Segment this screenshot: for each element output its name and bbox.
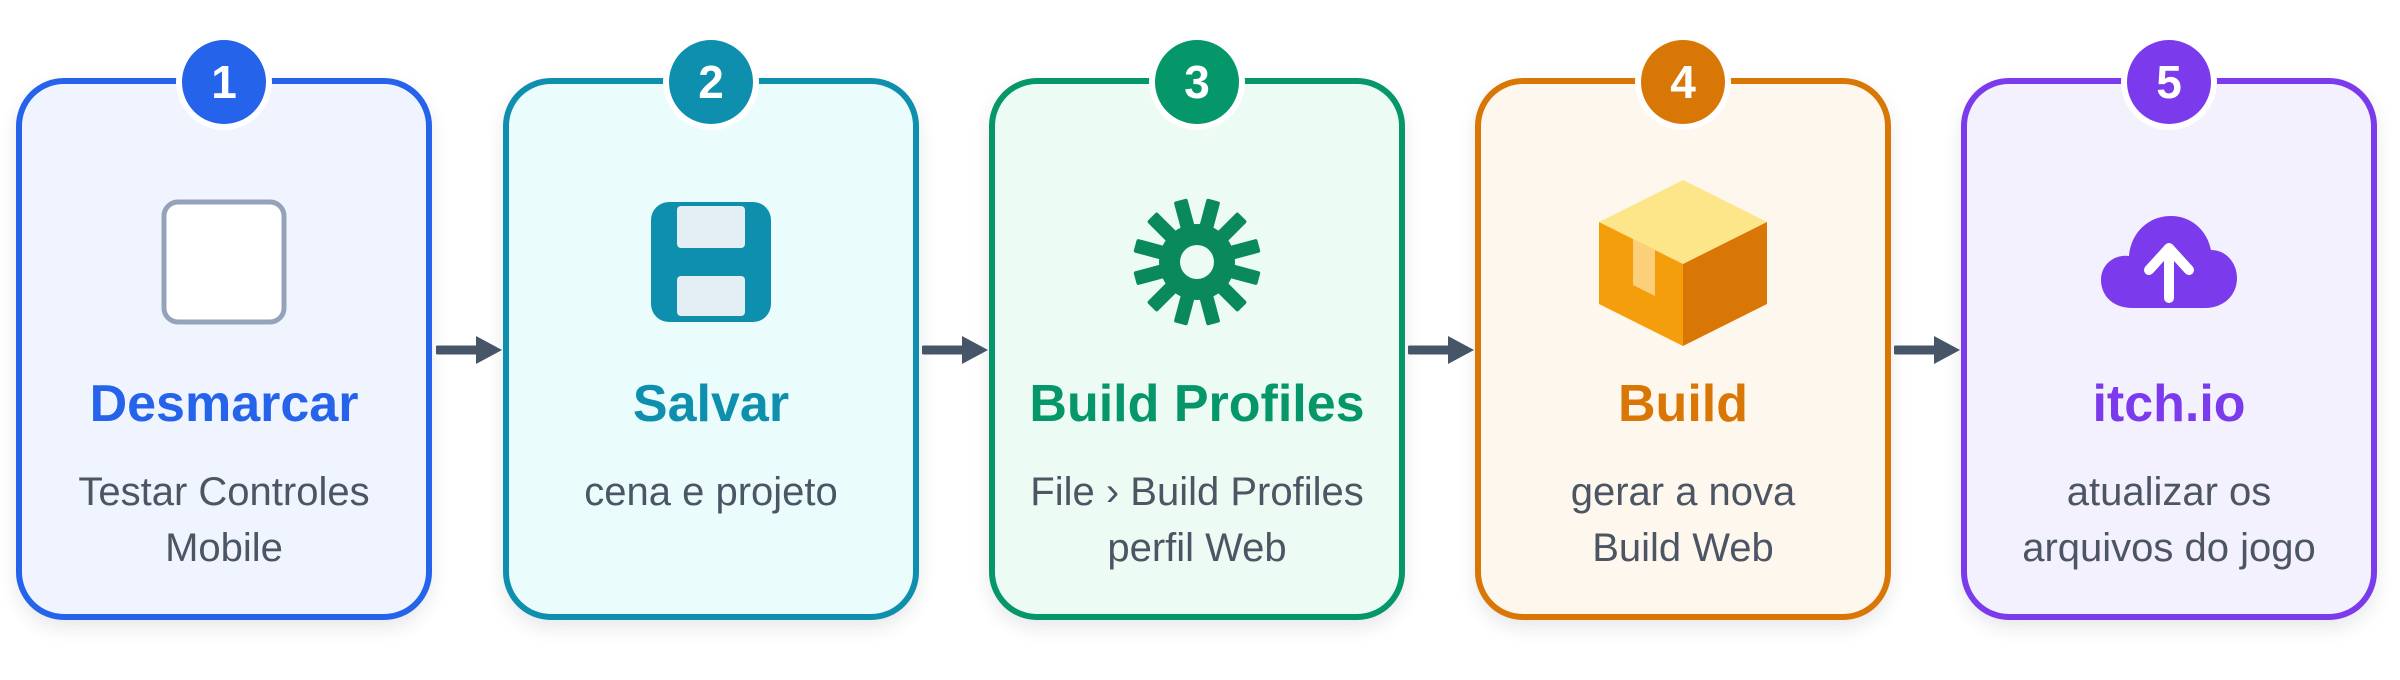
step-description-line: atualizar os — [2066, 470, 2272, 514]
step-card-4: 4 Build gerar a nova Build Web — [1475, 34, 1891, 620]
step-card-3: 3 Build Profiles File › Build Profiles p… — [989, 34, 1405, 620]
step-description-line: File › Build Profiles — [1030, 470, 1364, 514]
arrow-right-icon — [1408, 336, 1474, 364]
arrow-right-icon — [436, 336, 502, 364]
step-title: Build Profiles — [1029, 375, 1365, 433]
step-description-line: Mobile — [165, 526, 283, 570]
arrow-right-icon — [922, 336, 988, 364]
step-title: Salvar — [632, 375, 790, 433]
step-description: File › Build Profiles perfil Web — [1005, 464, 1389, 576]
step-description-line: Testar Controles — [78, 470, 370, 514]
step-number-badge: 2 — [663, 34, 759, 130]
step-card-1: 1 Desmarcar Testar Controles Mobile — [16, 34, 432, 620]
step-card-5: 5 itch.io atualizar os arquivos do jogo — [1961, 34, 2377, 620]
gear-icon — [995, 188, 1399, 336]
step-description: atualizar os arquivos do jogo — [1977, 464, 2361, 576]
box-icon — [1481, 180, 1885, 346]
step-card-2: 2 Salvar cena e projeto — [503, 34, 919, 620]
step-description-line: cena e projeto — [584, 470, 838, 514]
step-number-badge: 3 — [1149, 34, 1245, 130]
step-description: cena e projeto — [519, 464, 903, 520]
step-description-line: perfil Web — [1107, 526, 1287, 570]
checkbox-icon — [22, 188, 426, 336]
cloud-upload-icon — [1967, 188, 2371, 336]
step-description: Testar Controles Mobile — [32, 464, 416, 576]
step-description-line: Build Web — [1592, 526, 1774, 570]
arrow-right-icon — [1894, 336, 1960, 364]
step-number-badge: 5 — [2121, 34, 2217, 130]
save-icon — [509, 188, 913, 336]
step-title: itch.io — [2092, 375, 2246, 433]
step-description-line: arquivos do jogo — [2022, 526, 2316, 570]
step-description: gerar a nova Build Web — [1491, 464, 1875, 576]
step-number-badge: 4 — [1635, 34, 1731, 130]
step-number-badge: 1 — [176, 34, 272, 130]
step-title: Build — [1618, 375, 1748, 433]
step-description-line: gerar a nova — [1570, 470, 1796, 514]
step-title: Desmarcar — [89, 375, 359, 433]
